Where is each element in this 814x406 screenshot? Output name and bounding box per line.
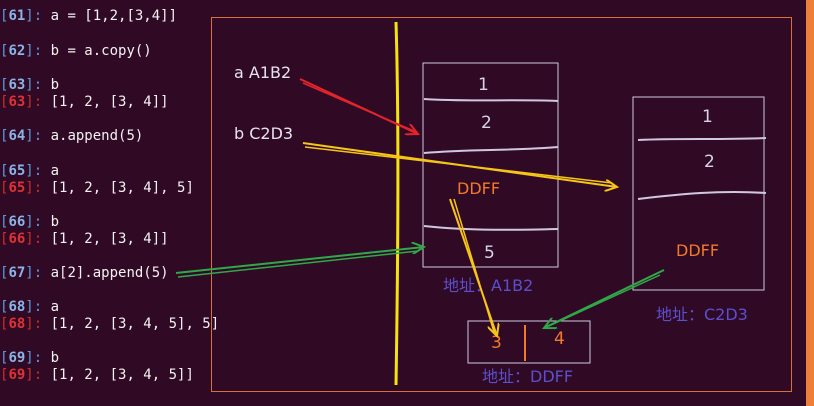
terminal-line: [68]: [1, 2, [3, 4, 5], 5] [0,316,220,332]
arrow-ref-a [453,198,495,333]
terminal-line: [64]: a.append(5) [0,128,144,144]
terminal-line: [66]: [1, 2, [3, 4]] [0,231,169,247]
arrow-ref-b [548,274,661,327]
arrow-a-to-list [302,82,415,132]
terminal-line: [61]: a = [1,2,[3,4]] [0,8,178,24]
var-a-label: a A1B2 [234,63,291,82]
terminal-line: [65]: a [0,163,60,179]
list-a-item: 2 [481,113,492,133]
list-a-ref: DDFF [457,179,500,198]
terminal-line: [69]: b [0,350,60,366]
arrow-append [177,250,419,278]
terminal-line: [63]: [1, 2, [3, 4]] [0,94,169,110]
list-a-sep [423,98,559,102]
window-edge [806,0,814,406]
terminal-line: [62]: b = a.copy() [0,43,152,59]
terminal-line: [66]: b [0,214,60,230]
list-a-sep [423,225,559,231]
var-b-label: b C2D3 [234,124,293,143]
inner-list-item: 4 [554,329,565,349]
arrow-ref-a [449,198,497,336]
arrow-append [175,247,424,274]
inner-list-address: 地址：DDFF [482,367,573,386]
list-b-ref: DDFF [676,241,719,260]
list-a-box [422,62,559,268]
terminal-line: [68]: a [0,299,60,315]
terminal-line: [65]: [1, 2, [3, 4], 5] [0,180,194,196]
list-b-item: 1 [702,107,713,127]
terminal-line: [67]: a[2].append(5) [0,265,169,281]
list-a-item: 5 [484,243,495,263]
list-a-item: 1 [478,75,489,95]
list-a-address: 地址：A1B2 [443,276,533,295]
list-b-sep [637,137,767,141]
divider-line [394,21,400,386]
terminal-line: [69]: [1, 2, [3, 4, 5]] [0,367,194,383]
arrow-b-to-list [304,146,613,184]
list-a-sep [423,146,559,154]
inner-list-item: 3 [491,333,502,353]
list-b-item: 2 [704,152,715,172]
list-b-address: 地址：C2D3 [656,305,748,324]
ipython-terminal[interactable]: [61]: a = [1,2,[3,4]] [62]: b = a.copy()… [0,0,219,406]
terminal-line: [63]: b [0,77,60,93]
diagram-frame [211,17,792,392]
inner-list-box [467,320,591,364]
list-b-sep [637,190,767,200]
